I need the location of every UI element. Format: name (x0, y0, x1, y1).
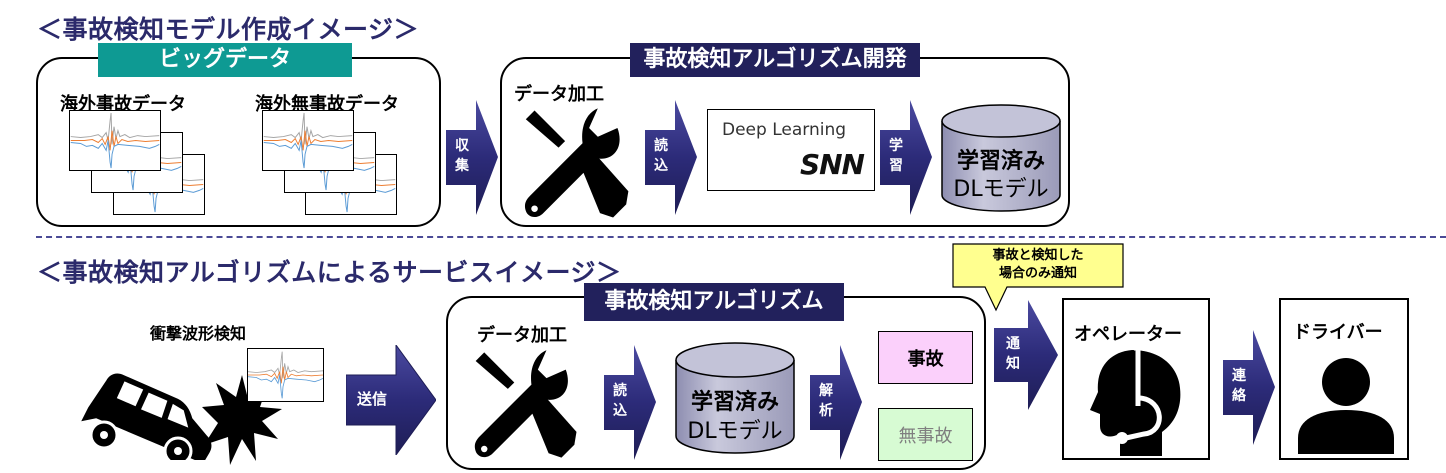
driver-label: ドライバー (1293, 322, 1383, 343)
load-arrow: 読込 (604, 345, 656, 460)
model-creation-title: ＜事故検知モデル作成イメージ＞ (37, 15, 420, 44)
operator-box: オペレーター (1062, 298, 1210, 460)
callout-line1: 事故と検知した (992, 248, 1084, 263)
trained-model-database: 学習済み DLモデル (674, 340, 796, 456)
operator-label: オペレーター (1074, 324, 1182, 345)
tools-icon (474, 350, 577, 458)
data-processing-label: データ加工 (514, 84, 604, 105)
analyze-arrow: 解析 (810, 345, 862, 460)
send-arrow: 送信 (346, 345, 436, 455)
analyze-arrow-char: 析 (819, 403, 833, 419)
algorithm-banner: 事故検知アルゴリズム (584, 283, 844, 321)
big-data-banner: ビッグデータ (98, 43, 352, 77)
learn-arrow-char: 習 (889, 158, 903, 174)
waveform-chart (262, 110, 354, 171)
notify-arrow-char: 知 (1006, 356, 1020, 372)
algorithm-dev-banner: 事故検知アルゴリズム開発 (630, 43, 920, 77)
contact-arrow: 連絡 (1223, 330, 1275, 445)
model-db-line1: 学習済み (956, 149, 1045, 174)
snn-logo: SNN (799, 148, 865, 181)
notify-arrow: 通知 (994, 300, 1058, 410)
model-db-line1: 学習済み (690, 390, 779, 415)
notify-arrow-char: 通 (1006, 336, 1020, 352)
car-crash-icon (81, 373, 212, 460)
load-arrow-char: 込 (613, 403, 627, 419)
load-arrow-char: 読 (654, 138, 668, 154)
collect-arrow-char: 収 (455, 138, 469, 154)
person-icon (1298, 358, 1394, 454)
notify-condition-callout: 事故と検知した 場合のみ通知 (952, 243, 1124, 313)
contact-arrow-char: 連 (1232, 368, 1246, 384)
contact-arrow-char: 絡 (1232, 388, 1246, 404)
tools-icon (524, 108, 629, 218)
learn-arrow: 学習 (880, 100, 932, 215)
database-icon (675, 342, 795, 454)
collect-arrow-char: 集 (455, 158, 469, 174)
load-arrow-char: 込 (654, 158, 668, 174)
trained-model-database: 学習済み DLモデル (940, 103, 1062, 213)
learn-arrow-char: 学 (889, 138, 903, 154)
result-accident: 事故 (878, 331, 973, 384)
load-arrow: 読込 (645, 100, 697, 215)
waveform-chart (69, 110, 161, 171)
headset-operator-icon (1090, 348, 1181, 456)
impact-waveform-chart (247, 348, 324, 402)
result-no-accident: 無事故 (878, 408, 973, 461)
impact-waveform-label: 衝撃波形検知 (150, 324, 247, 343)
load-arrow-char: 読 (613, 383, 627, 399)
analyze-arrow-char: 解 (819, 383, 833, 399)
service-image-title: ＜事故検知アルゴリズムによるサービスイメージ＞ (37, 258, 622, 287)
deep-learning-box: Deep Learning SNN (707, 109, 875, 191)
model-db-line2: DLモデル (687, 419, 783, 444)
collect-arrow: 収集 (446, 100, 498, 215)
section-divider (36, 236, 1446, 238)
deep-learning-title: Deep Learning (722, 120, 847, 140)
data-processing-label: データ加工 (477, 325, 567, 346)
send-arrow-label: 送信 (356, 390, 387, 408)
callout-line2: 場合のみ通知 (998, 266, 1077, 281)
model-db-line2: DLモデル (953, 177, 1049, 202)
accident-data-label: 海外事故データ (60, 94, 186, 115)
non-accident-data-label: 海外無事故データ (255, 94, 399, 115)
driver-box: ドライバー (1279, 298, 1409, 460)
database-icon (941, 104, 1061, 212)
